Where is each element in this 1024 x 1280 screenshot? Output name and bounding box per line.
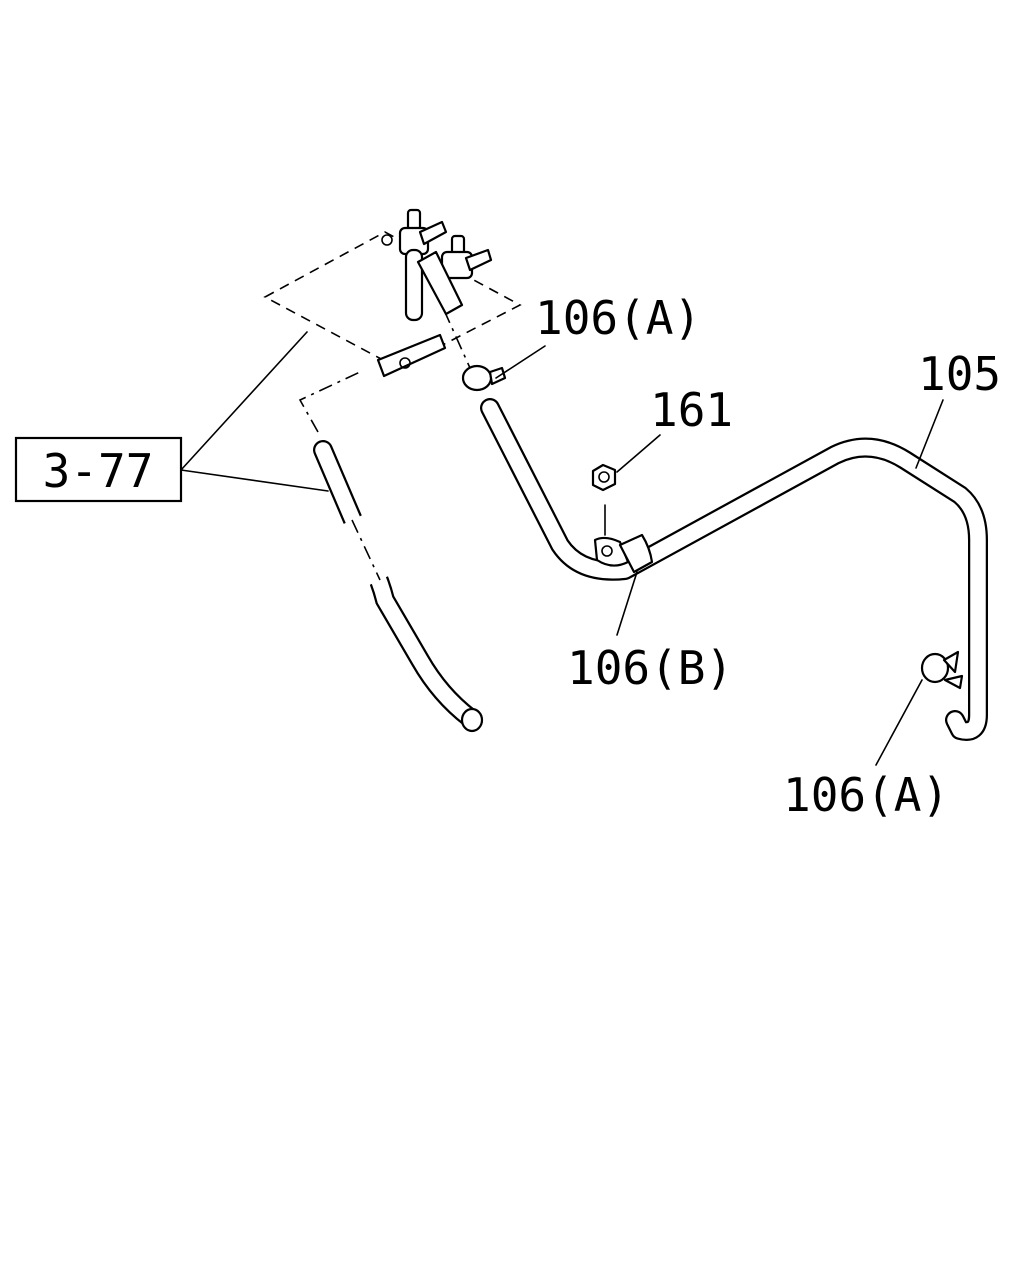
- clip-a-top: [461, 364, 507, 392]
- left-hose: [313, 440, 484, 733]
- clip-b: [593, 533, 654, 574]
- reference-box: 3-77: [14, 436, 183, 503]
- ref-box-label: 3-77: [43, 444, 154, 498]
- mounting-plate: [263, 231, 522, 378]
- leader-lines: [180, 331, 944, 766]
- label-clip-a-top: 106(A): [535, 291, 701, 345]
- label-nut: 161: [650, 383, 733, 437]
- valve-assembly: [381, 208, 493, 322]
- label-hose: 105: [918, 347, 1001, 401]
- hose-105: [480, 398, 988, 741]
- label-clip-a-bottom: 106(A): [783, 768, 949, 822]
- guide-line-top: [443, 309, 471, 369]
- nut-161: [591, 463, 617, 536]
- guide-line-left: [298, 371, 361, 433]
- label-clip-b: 106(B): [567, 641, 733, 695]
- clip-a-bottom: [920, 650, 964, 690]
